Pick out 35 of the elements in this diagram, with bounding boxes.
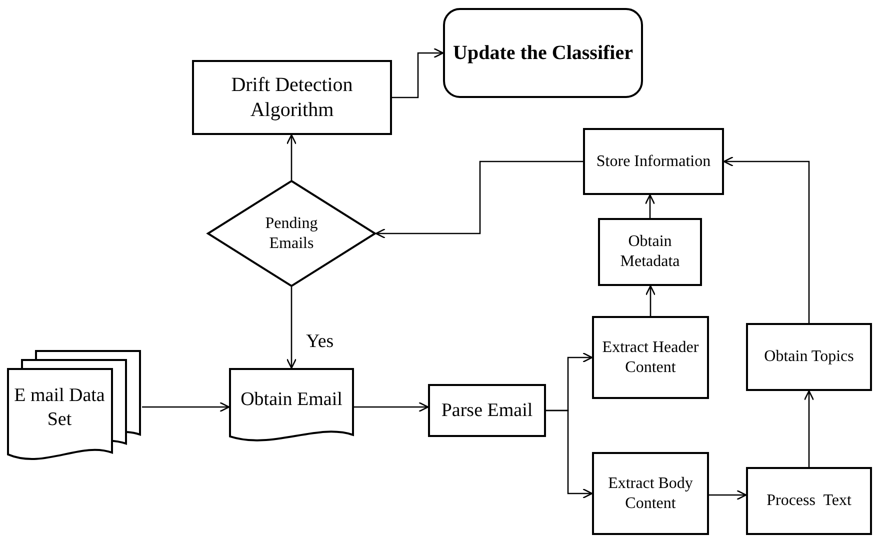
node-label: Drift Detection Algorithm (230, 72, 354, 122)
arrow (286, 134, 297, 180)
node-label: Update the Classifier (452, 40, 634, 66)
arrow (354, 402, 429, 412)
arrow (546, 410, 593, 499)
node-label: Parse Email (440, 398, 534, 422)
process-box (192, 60, 392, 135)
node-label: Extract Body Content (607, 474, 694, 514)
process-box (592, 452, 709, 535)
node-label: Pending Emails (264, 214, 319, 254)
decision-diamond (207, 180, 376, 287)
arrow (644, 194, 656, 218)
node-label: Extract Header Content (601, 338, 700, 378)
arrow (286, 287, 297, 369)
process-box (746, 323, 872, 391)
arrow (645, 285, 656, 316)
process-box (746, 467, 872, 535)
node-label: Obtain Topics (763, 347, 855, 367)
arrow (375, 160, 583, 239)
node-label: E mail Data Set (13, 384, 106, 432)
arrow (142, 402, 230, 412)
document-shape (229, 368, 354, 444)
process-box (592, 316, 709, 399)
process-box (428, 384, 546, 437)
terminal-box (443, 8, 643, 98)
arrow (804, 390, 814, 467)
node-label: Obtain Email (240, 388, 344, 412)
process-box (598, 218, 702, 286)
node-label: Obtain Metadata (619, 232, 681, 272)
arrow (723, 156, 810, 323)
arrow (392, 48, 444, 98)
node-label: Store Information (595, 152, 712, 172)
process-box (583, 128, 724, 195)
node-label: Process Text (766, 491, 852, 511)
arrow (709, 490, 747, 500)
